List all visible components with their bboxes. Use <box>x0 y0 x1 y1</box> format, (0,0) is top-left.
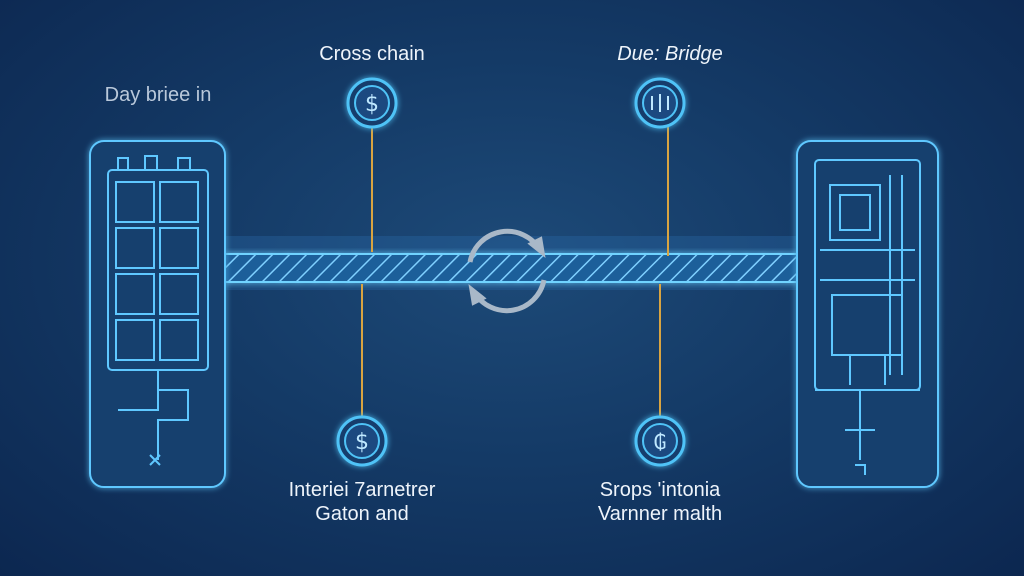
connector-lines <box>361 126 669 416</box>
currency-coin-icon[interactable]: ₲ <box>634 415 686 467</box>
bottom-right-line1: Srops 'intonia <box>599 479 721 501</box>
right-chain-tower <box>796 140 939 488</box>
bottom-right-line2: Varnner malth <box>597 503 723 525</box>
svg-text:$: $ <box>355 430 369 455</box>
left-heading: Day briee in <box>104 84 212 106</box>
bottom-left-line1: Interiei 7arnetrer <box>288 479 436 501</box>
bottom-left-line2: Gaton and <box>315 503 409 525</box>
bridge-coin-icon[interactable] <box>634 77 686 129</box>
cross-chain-label: Cross chain <box>319 43 425 65</box>
bridge-label: Due: Bridge <box>617 43 723 65</box>
sync-icon[interactable] <box>467 228 547 314</box>
svg-text:₲: ₲ <box>654 430 667 454</box>
dollar-coin-icon[interactable]: $ <box>346 77 398 129</box>
dollar-coin-icon[interactable]: $ <box>336 415 388 467</box>
left-chain-tower <box>89 140 226 488</box>
bridge-band <box>215 236 810 290</box>
bottom-left-caption: Interiei 7arnetrer Gaton and <box>289 478 436 526</box>
bottom-right-caption: Srops 'intonia Varnner malth <box>598 478 722 526</box>
svg-text:$: $ <box>365 92 379 117</box>
